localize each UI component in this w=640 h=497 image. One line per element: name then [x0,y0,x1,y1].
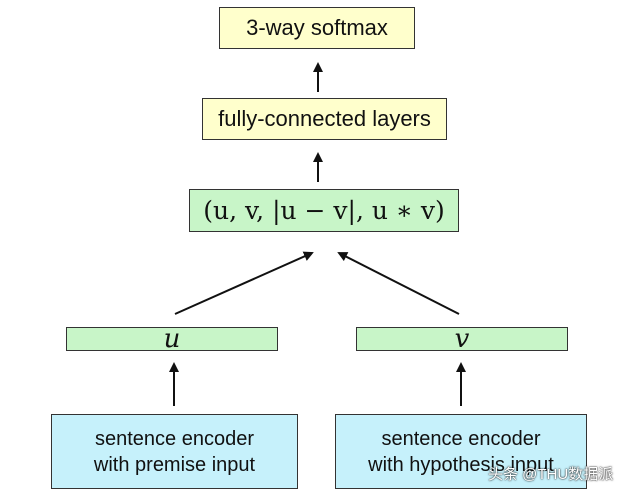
watermark: 头条 @THU数据派 [488,466,614,483]
v-vector-label: v [454,324,470,354]
u-vector-label: u [163,324,181,354]
hypothesis-encoder-line2: with hypothesis input [368,453,554,476]
v-vector-box: v [356,324,568,354]
concatenation-box: (u, v, |u − v|, u ∗ v) [189,189,459,232]
hypothesis-encoder-line1: sentence encoder [381,427,541,450]
fully-connected-label: fully-connected layers [218,106,431,131]
softmax-box: 3-way softmax [219,7,415,49]
fully-connected-layers-box: fully-connected layers [202,98,447,140]
premise-encoder-line1: sentence encoder [94,427,254,450]
premise-encoder-box: sentence encoder with premise input [51,414,298,489]
u-vector-box: u [66,324,278,354]
premise-encoder-line2: with premise input [93,453,256,476]
hypothesis-encoder-box: sentence encoder with hypothesis input [335,414,587,489]
concatenation-formula: (u, v, |u − v|, u ∗ v) [203,196,445,225]
arrow-v-to-concat [337,252,460,315]
softmax-label: 3-way softmax [246,15,388,40]
arrow-u-to-concat [174,251,314,315]
